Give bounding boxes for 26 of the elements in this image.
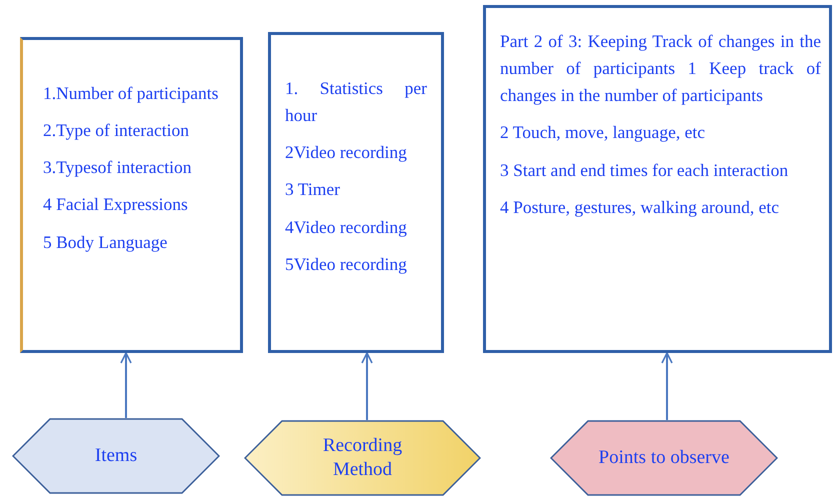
hexagon-shape — [12, 418, 220, 494]
text-box — [268, 32, 444, 353]
hexagon-shape — [550, 420, 778, 496]
list-item: 3 Timer — [285, 178, 341, 202]
arrow — [361, 352, 373, 420]
text-box — [483, 5, 832, 353]
arrow — [120, 352, 132, 418]
list-item: 4 Posture, gestures, walking around, etc — [500, 196, 780, 219]
list-item: 1. Statistics per hour — [285, 77, 427, 128]
list-item: 2 Touch, move, language, etc — [500, 121, 706, 144]
list-item: 2Video recording — [285, 141, 408, 164]
list-item: 5Video recording — [285, 252, 408, 276]
arrow — [661, 352, 673, 420]
list-item: 3 Start and end times for each interaction — [500, 158, 790, 182]
list-item: 3.Typesof interaction — [43, 156, 192, 180]
list-item: 5 Body Language — [43, 230, 168, 254]
list-item: 4 Facial Expressions — [43, 193, 189, 216]
hexagon-shape — [244, 420, 481, 496]
text-box — [20, 37, 243, 353]
list-item: 2.Type of interaction — [43, 119, 190, 142]
list-item: 4Video recording — [285, 216, 408, 239]
hexagon-label: Recording Method — [322, 434, 404, 482]
hexagon-label: Items — [94, 444, 138, 468]
hexagon-label: Points to observe — [598, 446, 730, 470]
list-item: 1.Number of participants — [43, 82, 220, 105]
list-item: Part 2 of 3: Keeping Track of changes in the number of participants 1 Keep track of changes in the number of participants — [500, 30, 821, 108]
